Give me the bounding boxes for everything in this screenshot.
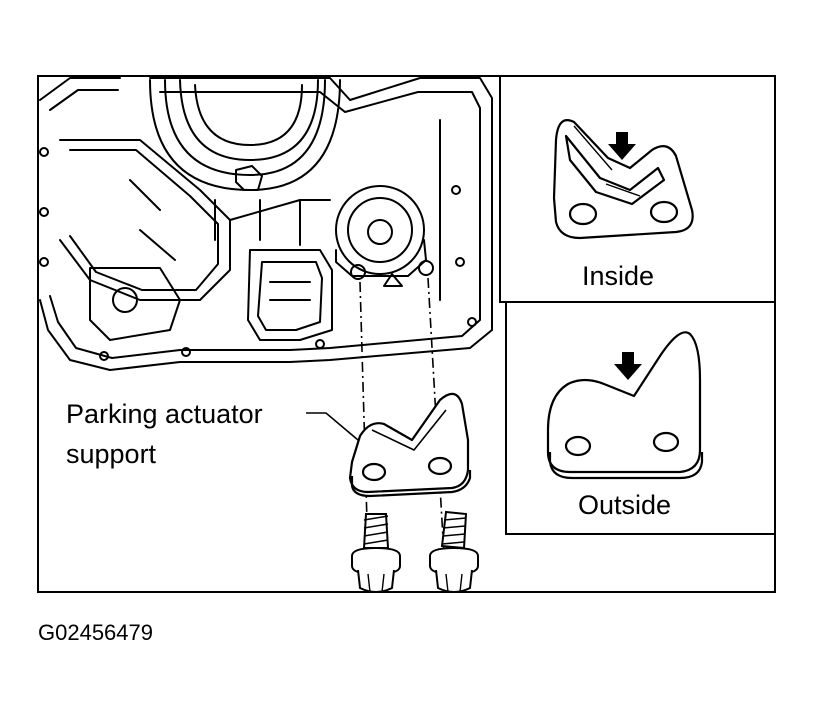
inside-view-support — [552, 119, 694, 240]
view-panels — [499, 76, 775, 535]
inside-arrow-icon — [608, 132, 636, 160]
outside-label: Outside — [578, 490, 671, 520]
outside-view-support — [546, 331, 704, 480]
diagram-frame — [37, 75, 776, 593]
bolt-left — [351, 513, 401, 593]
transmission-case-illustration — [39, 77, 493, 371]
part-label-line1: Parking actuator — [66, 399, 263, 429]
figure-id: G02456479 — [38, 620, 153, 645]
parking-actuator-support — [348, 277, 472, 557]
part-leader-line — [306, 412, 359, 441]
part-label-line2: support — [66, 439, 157, 469]
inside-label: Inside — [582, 261, 654, 291]
bolt-right — [429, 510, 479, 593]
outside-arrow-icon — [614, 352, 642, 380]
